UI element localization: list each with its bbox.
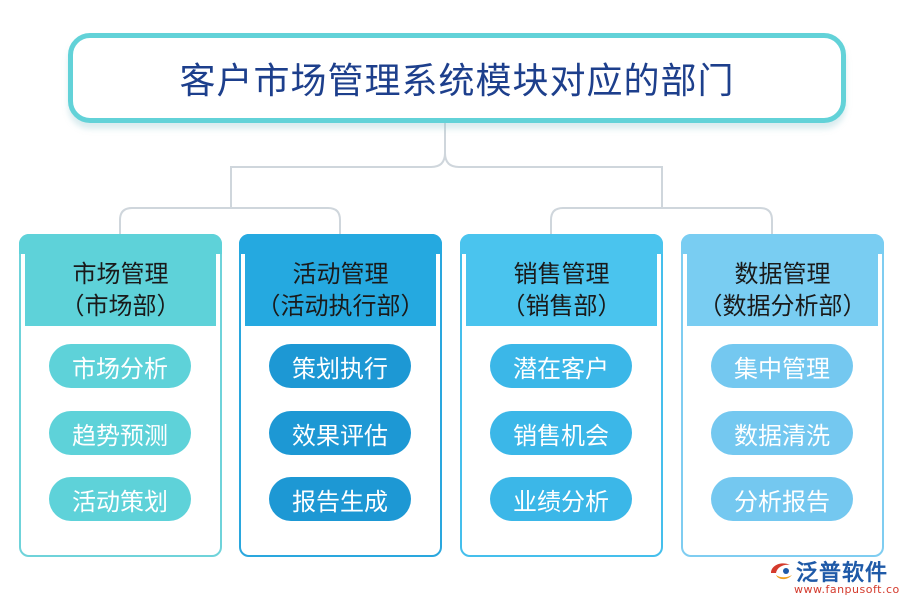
module-name: 市场管理	[72, 259, 169, 288]
module-panel-sales: 销售管理 （销售部） 潜在客户 销售机会 业绩分析	[460, 234, 663, 557]
logo-mark-icon	[771, 563, 792, 580]
module-item: 集中管理	[711, 344, 853, 388]
module-panel-activity: 活动管理 （活动执行部） 策划执行 效果评估 报告生成	[239, 234, 442, 557]
module-header: 市场管理 （市场部）	[25, 253, 216, 326]
panel-top-band	[239, 234, 442, 254]
module-item: 市场分析	[49, 344, 191, 388]
title-box: 客户市场管理系统模块对应的部门	[68, 33, 846, 123]
connector-left-branch	[119, 207, 341, 234]
logo-brand-text: 泛普软件	[796, 561, 889, 586]
panel-top-band	[681, 234, 884, 254]
diagram-title: 客户市场管理系统模块对应的部门	[179, 61, 735, 102]
module-item: 趋势预测	[49, 411, 191, 455]
module-item: 活动策划	[49, 477, 191, 521]
module-name: 销售管理	[513, 259, 610, 288]
brand-logo: 泛普软件 www.fanpusoft.com	[768, 555, 900, 599]
module-item: 业绩分析	[490, 477, 632, 521]
module-item: 销售机会	[490, 411, 632, 455]
connector-right-branch	[550, 207, 773, 234]
connector-root	[230, 123, 446, 208]
module-item: 分析报告	[711, 477, 853, 521]
module-item: 效果评估	[269, 411, 411, 455]
module-header: 活动管理 （活动执行部）	[245, 253, 436, 326]
panel-top-band	[19, 234, 222, 254]
module-department: （数据分析部）	[698, 291, 867, 320]
logo-url-text: www.fanpusoft.com	[794, 583, 900, 596]
module-header: 销售管理 （销售部）	[466, 253, 657, 326]
module-item: 报告生成	[269, 477, 411, 521]
module-panel-market: 市场管理 （市场部） 市场分析 趋势预测 活动策划	[19, 234, 222, 557]
module-department: （活动执行部）	[256, 291, 425, 320]
connector-root-right	[444, 152, 663, 208]
panel-top-band	[460, 234, 663, 254]
module-name: 活动管理	[292, 259, 389, 288]
module-header: 数据管理 （数据分析部）	[687, 253, 878, 326]
module-item: 潜在客户	[490, 344, 632, 388]
module-department: （市场部）	[60, 291, 181, 320]
module-name: 数据管理	[734, 259, 831, 288]
module-department: （销售部）	[501, 291, 622, 320]
module-item: 策划执行	[269, 344, 411, 388]
module-panel-data: 数据管理 （数据分析部） 集中管理 数据清洗 分析报告	[681, 234, 884, 557]
module-item: 数据清洗	[711, 411, 853, 455]
